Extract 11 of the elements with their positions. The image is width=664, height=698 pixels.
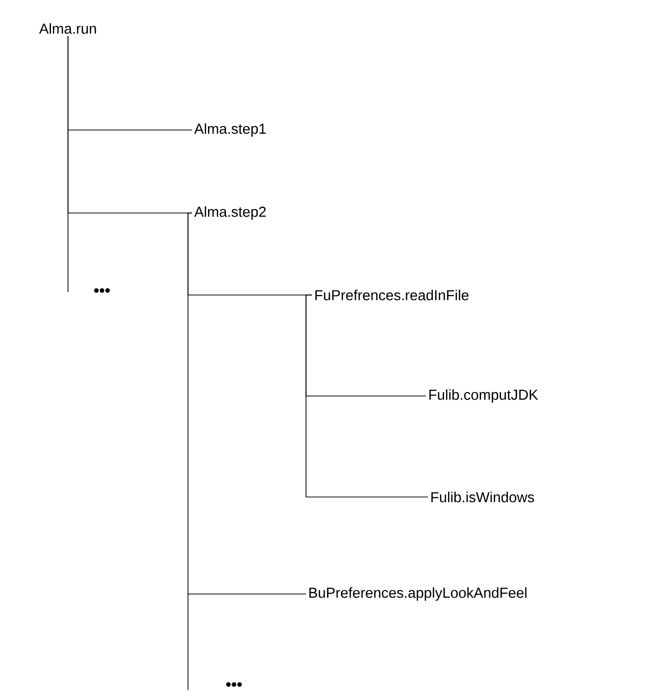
call-label: BuPreferences.applyLookAndFeel	[309, 587, 526, 601]
call-label: Fulib.isWindows	[431, 492, 534, 502]
call-label: FuPrefrences.readInFile	[315, 290, 468, 300]
tree-branch	[306, 294, 428, 498]
ellipsis: •••	[94, 288, 110, 293]
call-label: Alma.run	[39, 23, 96, 34]
tree-branch	[188, 212, 306, 594]
call-label: Alma.step1	[194, 123, 266, 137]
call-label: Fulib.computJDK	[429, 389, 538, 403]
ellipsis: •••	[226, 682, 242, 687]
call-label: Alma.step2	[194, 206, 266, 220]
